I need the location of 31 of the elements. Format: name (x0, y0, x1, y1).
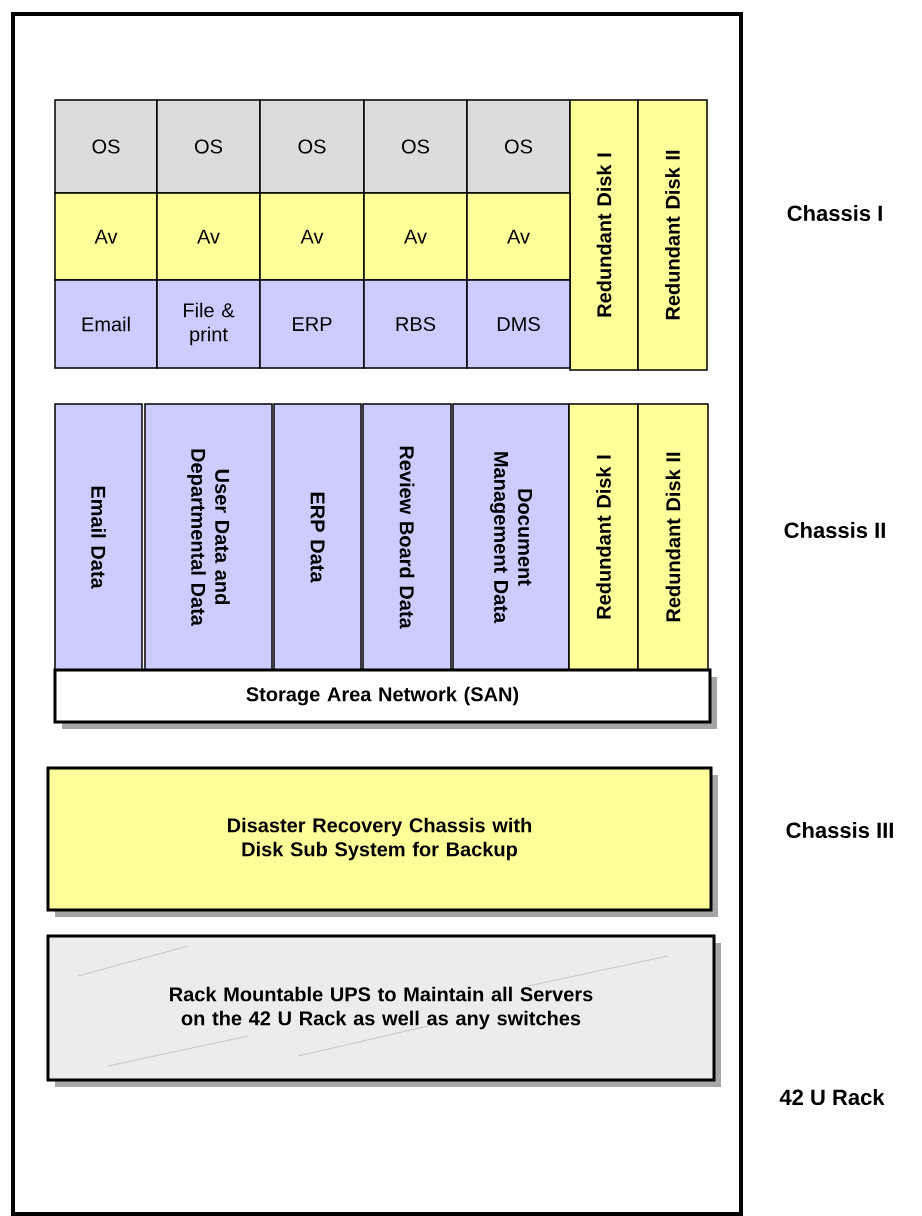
os-cell: OS (466, 99, 571, 194)
os-cell: OS (54, 99, 158, 194)
data-column: Document Management Data (452, 403, 570, 671)
av-cell: Av (54, 192, 158, 281)
application-cell: Email (54, 279, 158, 369)
network-bar: Storage Area Network (SAN) (53, 668, 717, 729)
application-cell: RBS (363, 279, 468, 369)
os-cell: OS (363, 99, 468, 194)
os-cell: OS (259, 99, 365, 194)
application-cell: DMS (466, 279, 571, 369)
chassis-label: Chassis I (787, 204, 882, 222)
disk-column: Redundant Disk II (637, 403, 709, 671)
av-cell: Av (259, 192, 365, 281)
av-cell: Av (466, 192, 571, 281)
disk-column: Redundant Disk I (568, 403, 639, 671)
chassis-label: Chassis II (784, 521, 885, 539)
ups-box: Rack Mountable UPS to Maintain all Servers on the 42 U Rack as well as any switches (46, 934, 721, 1087)
av-cell: Av (363, 192, 468, 281)
av-cell: Av (156, 192, 261, 281)
rack-label: 42 U Rack (779, 1088, 885, 1106)
data-column: ERP Data (273, 403, 362, 671)
data-column: Review Board Data (362, 403, 452, 671)
rack-frame (11, 12, 743, 1216)
data-column: Email Data (54, 403, 143, 671)
os-cell: OS (156, 99, 261, 194)
disk-column: Redundant Disk II (637, 99, 708, 371)
chassis-label: Chassis III (786, 821, 893, 839)
application-cell: ERP (259, 279, 365, 369)
data-column: User Data and Departmental Data (144, 403, 273, 671)
application-cell: File & print (156, 279, 261, 369)
chassis-box: Disaster Recovery Chassis with Disk Sub System for Backup (46, 766, 718, 917)
